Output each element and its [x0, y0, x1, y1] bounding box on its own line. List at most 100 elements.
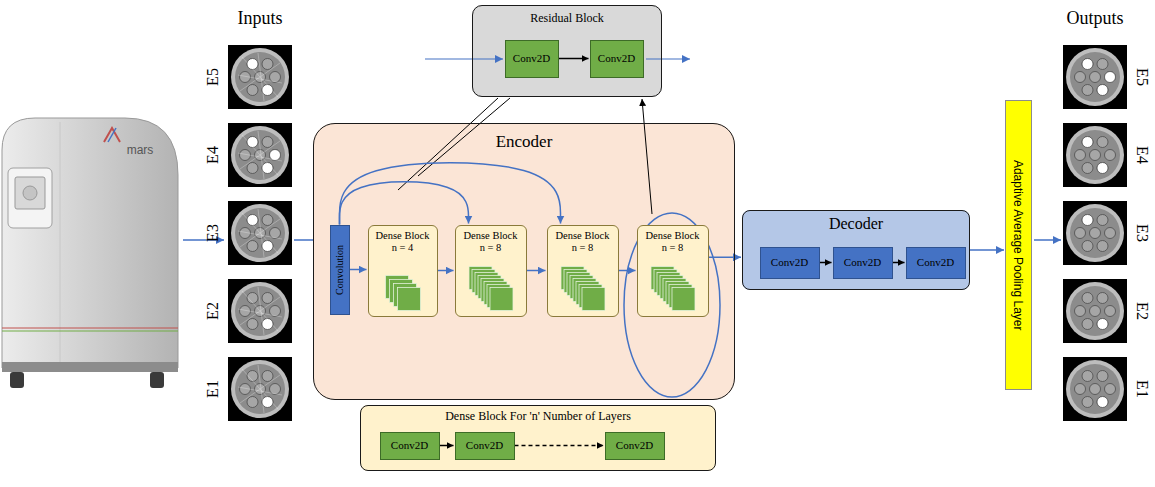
conv2d-layer: Conv2D: [590, 40, 644, 78]
scanner-illustration: [15, 177, 45, 209]
dense-block: Dense Blockn = 8: [455, 225, 527, 317]
node-label: Conv2D: [391, 439, 428, 452]
energy-bin-label: E2: [203, 302, 222, 320]
energy-bin-label: E4: [1132, 146, 1151, 164]
connectors: [340, 59, 1005, 446]
energy-bin-label: E1: [1132, 380, 1151, 398]
ct-bright-insert: [1082, 137, 1093, 148]
connector-arrow: [527, 270, 546, 272]
panel-title: Outputs: [1066, 8, 1123, 30]
dense-block: Dense Blockn = 8: [547, 225, 619, 317]
conv2d-layer: Conv2D: [833, 247, 893, 279]
node-title: Decoder: [829, 214, 883, 233]
panel-title: Inputs: [238, 8, 283, 30]
ct-streak-artifact: [238, 365, 282, 413]
ct-input-image: [228, 45, 292, 109]
scanner-illustration: [2, 118, 178, 368]
ct-bright-insert: [1097, 85, 1108, 96]
energy-bin-label: E5: [1132, 68, 1151, 86]
conv2d-layer: Conv2D: [906, 247, 966, 279]
scanner-illustration: [104, 128, 120, 142]
connector-arrow: [350, 269, 367, 271]
pooling-layer: Adaptive Average Pooling Layer: [1005, 100, 1032, 390]
ct-bright-insert: [1105, 72, 1116, 83]
energy-bin-label: E2: [1132, 302, 1151, 320]
layer-square: [397, 287, 420, 310]
ct-output-image: [1063, 357, 1127, 421]
node-label: Conv2D: [917, 256, 954, 269]
ct-bright-insert: [1082, 59, 1116, 408]
ct-output-image: [1063, 45, 1127, 109]
scanner-illustration: [23, 186, 37, 200]
ct-input-image: [228, 201, 292, 265]
energy-bin-label: E5: [1132, 68, 1151, 86]
node-title: Encoder: [496, 132, 553, 152]
ct-streak-artifact: [238, 131, 282, 179]
ct-input-image: [228, 279, 292, 343]
node-label: Conv2D: [616, 439, 653, 452]
ct-bright-insert: [1082, 59, 1093, 70]
layer-square: [490, 287, 513, 310]
flow-arrow: [1034, 239, 1061, 241]
layer-stack: [560, 266, 605, 311]
scanner-illustration: [2, 362, 178, 372]
node-parameter: n = 8: [662, 242, 684, 255]
connector-arrow: [709, 257, 742, 259]
leader-line: [642, 99, 652, 214]
connector-arrow: [515, 445, 604, 447]
energy-bin-label: E3: [1132, 224, 1151, 242]
node-label: Conv2D: [771, 256, 808, 269]
scanner-illustration: [150, 372, 164, 388]
ct-output-image: [1063, 279, 1127, 343]
logo-text: mars: [127, 143, 154, 157]
node-title: Dense Block For 'n' Number of Layers: [445, 409, 631, 423]
scanner-illustration: [8, 168, 52, 228]
energy-bin-label: E5: [203, 68, 222, 86]
conv2d-layer: Conv2D: [505, 40, 559, 78]
layer-square: [672, 287, 695, 310]
panel-title: Inputs: [238, 8, 283, 30]
scanner-illustration: [2, 118, 178, 388]
connector-arrow: [340, 182, 469, 225]
ct-output-image: [1063, 123, 1127, 187]
container-fill: [472, 5, 662, 97]
scanner-illustration: [2, 328, 178, 329]
ct-bright-insert: [1097, 397, 1108, 408]
container-fills: [313, 5, 970, 471]
convolution-layer: Convolution: [330, 225, 350, 315]
scanner-illustration: [10, 372, 24, 388]
panel-title: Outputs: [1066, 8, 1123, 30]
ct-output-image: [1063, 201, 1127, 265]
ct-streak-artifact: [238, 287, 282, 335]
connector-arrow: [893, 262, 905, 264]
node-label: Conv2D: [466, 439, 503, 452]
logo-text: mars: [127, 143, 154, 157]
ct-bright-insert: [1097, 319, 1108, 330]
encoder-block: EncoderConvolutionDense Blockn = 4Dense …: [313, 123, 735, 400]
connector-arrow: [559, 58, 589, 60]
node-label: Dense Block: [464, 230, 518, 243]
container-fill: [313, 123, 735, 400]
node-label: Convolution: [334, 244, 346, 294]
energy-bin-label: E5: [203, 68, 222, 86]
connector-arrow: [619, 270, 636, 272]
scanner-illustration: [60, 122, 61, 366]
residual-block: Residual BlockConv2DConv2D: [472, 5, 662, 97]
energy-bin-label: E1: [203, 380, 222, 398]
layer-stack: [385, 275, 421, 311]
energy-bin-label: E4: [203, 146, 222, 164]
scanner-illustration: [108, 128, 116, 142]
node-label: Conv2D: [598, 52, 635, 65]
node-label: Dense Block: [646, 230, 700, 243]
connector-arrow: [820, 262, 832, 264]
dense-block: Dense Blockn = 8: [637, 225, 709, 317]
node-label: Dense Block: [556, 230, 610, 243]
dense-block: Dense Blockn = 4: [368, 225, 438, 317]
ct-output-image: [1063, 45, 1127, 421]
node-label: Dense Block: [376, 230, 430, 243]
node-label: Conv2D: [844, 256, 881, 269]
energy-bin-label: E1: [203, 380, 222, 398]
